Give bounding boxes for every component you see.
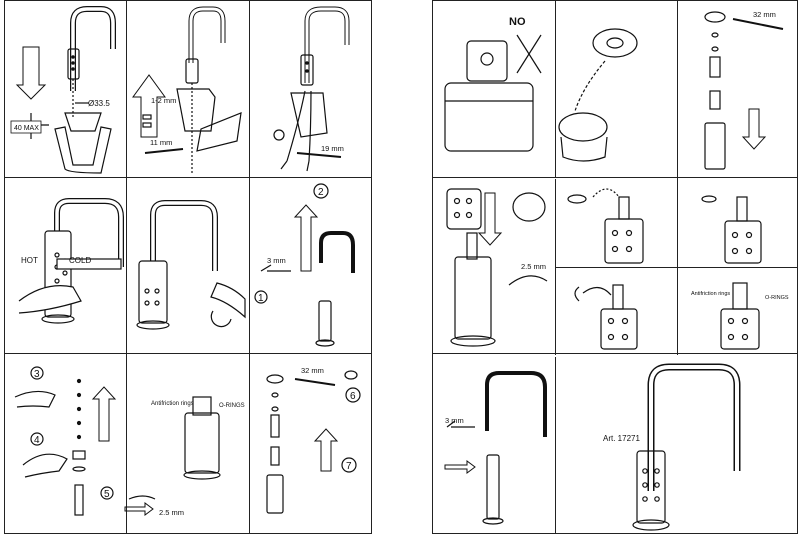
panel-steps-3-5: 3 4 5 2.5 mm Antifriction rings O-RINGS [14,366,245,517]
panel-faucet-insertion: Ø33.5 40 MAX [10,6,116,174]
panel-hoses: 19 mm [273,6,350,172]
panel-steps-6-7: 32 mm 6 7 [266,366,361,514]
cold-label: COLD [69,256,91,265]
hot-label: HOT [21,256,38,265]
no-label: NO [509,16,526,28]
panel-oring-insert [701,195,762,264]
hex-3mm-label-a: 3 mm [267,256,286,265]
step-number-2: 2 [318,187,324,198]
down-arrow [741,108,767,150]
hex-25mm-label-b: 2.5 mm [521,262,546,271]
up-arrow [293,204,319,272]
step-number-5: 5 [104,489,110,500]
panel-rings-detail: Antifriction rings O-RINGS [691,282,789,350]
rotate-arrow [210,310,232,328]
wrench-32-label-a: 32 mm [301,366,324,375]
panel-ring-insert [567,188,644,264]
down-arrow [477,192,503,246]
down-arrow [15,46,47,100]
up-arrow [313,428,339,472]
diameter-label: Ø33.5 [88,99,110,108]
grid-divider [677,1,678,355]
grid-divider [555,357,556,533]
sink-hole [64,112,102,132]
article-label: Art. 17271 [603,434,640,443]
panel-aerator [558,28,638,162]
panel-turning [136,200,246,330]
wrench-19-label: 19 mm [321,144,344,153]
gap-label: 1-2 mm [151,96,176,105]
grid-divider [126,1,127,533]
max-height-label: 40 MAX [14,125,39,132]
panel-reassembly: 3 mm [444,371,547,525]
grid-divider [555,267,797,268]
grid-divider [249,1,250,533]
wrench-11-label: 11 mm [150,138,172,147]
antifriction-label-b: Antifriction rings [691,291,730,297]
step-number-6: 6 [350,391,356,402]
panel-final-faucet: Art. 17271 [603,363,741,531]
step-number-4: 4 [34,435,40,446]
right-instruction-page: NO 32 mm [432,0,798,534]
step-number-1: 1 [258,293,264,304]
panel-mounting: 1-2 mm 11 mm [132,6,242,173]
panel-disassembly-aerated: 2.5 mm [446,188,548,347]
left-instruction-page: Ø33.5 40 MAX 1-2 mm 11 mm [4,0,372,534]
grid-divider [5,177,371,178]
panel-no-crossed: NO [444,16,542,152]
panel-components: 32 mm [704,10,784,170]
grid-divider [433,353,797,354]
hex-25mm-label-a: 2.5 mm [159,508,184,517]
grid-divider [555,1,556,178]
panel-hot-cold: HOT COLD [18,198,124,324]
grid-divider [5,353,371,354]
orings-label-b: O-RINGS [765,295,789,301]
up-arrow [132,74,166,138]
step-number-3: 3 [34,369,40,380]
panel-clip-insert [574,284,638,350]
hex-3mm-label-b: 3 mm [445,416,464,425]
orings-label-a: O-RINGS [219,403,245,409]
grid-divider [433,177,797,178]
up-arrow [91,386,117,442]
wrench-32-label-b: 32 mm [753,10,776,19]
antifriction-label-a: Antifriction rings [151,401,194,407]
step-number-7: 7 [346,461,352,472]
panel-remove-handle: 2 3 mm 1 [254,183,355,347]
